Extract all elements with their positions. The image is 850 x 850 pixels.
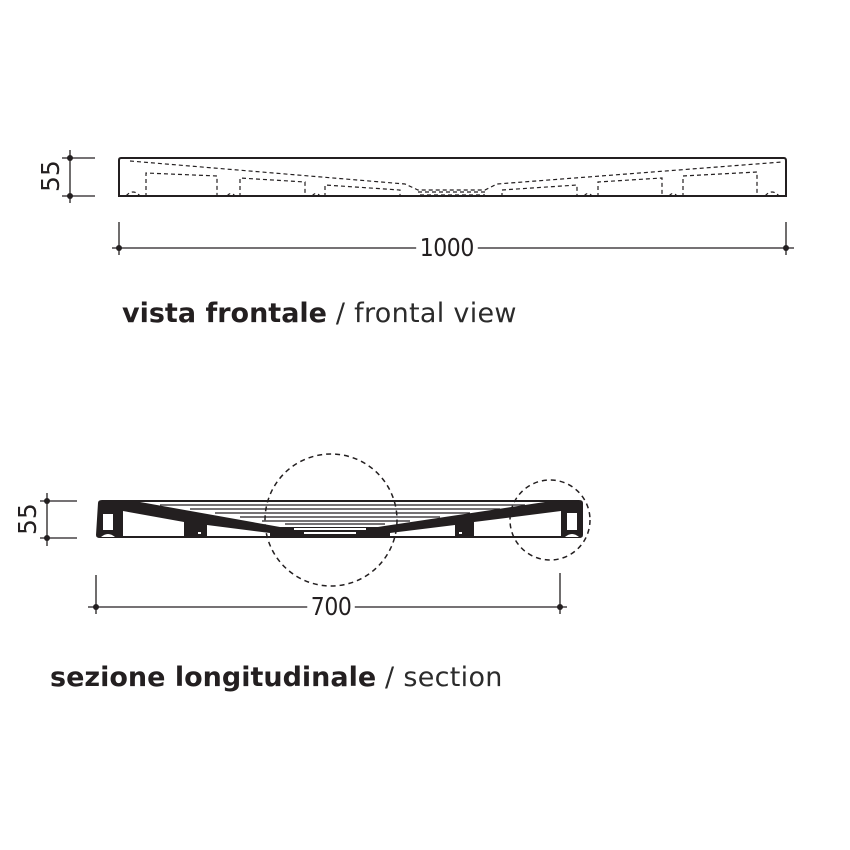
slope-surface xyxy=(140,502,545,527)
detail-circle-drain xyxy=(264,453,398,587)
section-view xyxy=(40,453,591,614)
frontal-view xyxy=(62,150,794,255)
section-cavities xyxy=(101,511,579,537)
frontal-width-label: 1000 xyxy=(416,234,478,262)
frontal-height-dimension xyxy=(62,150,95,203)
caption-separator: / xyxy=(326,298,355,329)
section-width-label: 700 xyxy=(307,593,355,621)
detail-circle-edge xyxy=(509,479,591,561)
tray-outline xyxy=(118,157,787,197)
caption-english: frontal view xyxy=(354,298,517,329)
caption-italian: sezione longitudinale xyxy=(50,662,377,693)
section-height-dimension xyxy=(40,493,77,546)
frontal-view-caption: vista frontale / frontal view xyxy=(122,298,517,330)
caption-english: section xyxy=(403,662,503,693)
frontal-height-label: 55 xyxy=(36,160,65,192)
caption-separator: / xyxy=(376,662,404,693)
caption-italian: vista frontale xyxy=(122,298,327,329)
section-height-label: 55 xyxy=(13,503,42,535)
section-caption: sezione longitudinale / section xyxy=(50,662,503,694)
